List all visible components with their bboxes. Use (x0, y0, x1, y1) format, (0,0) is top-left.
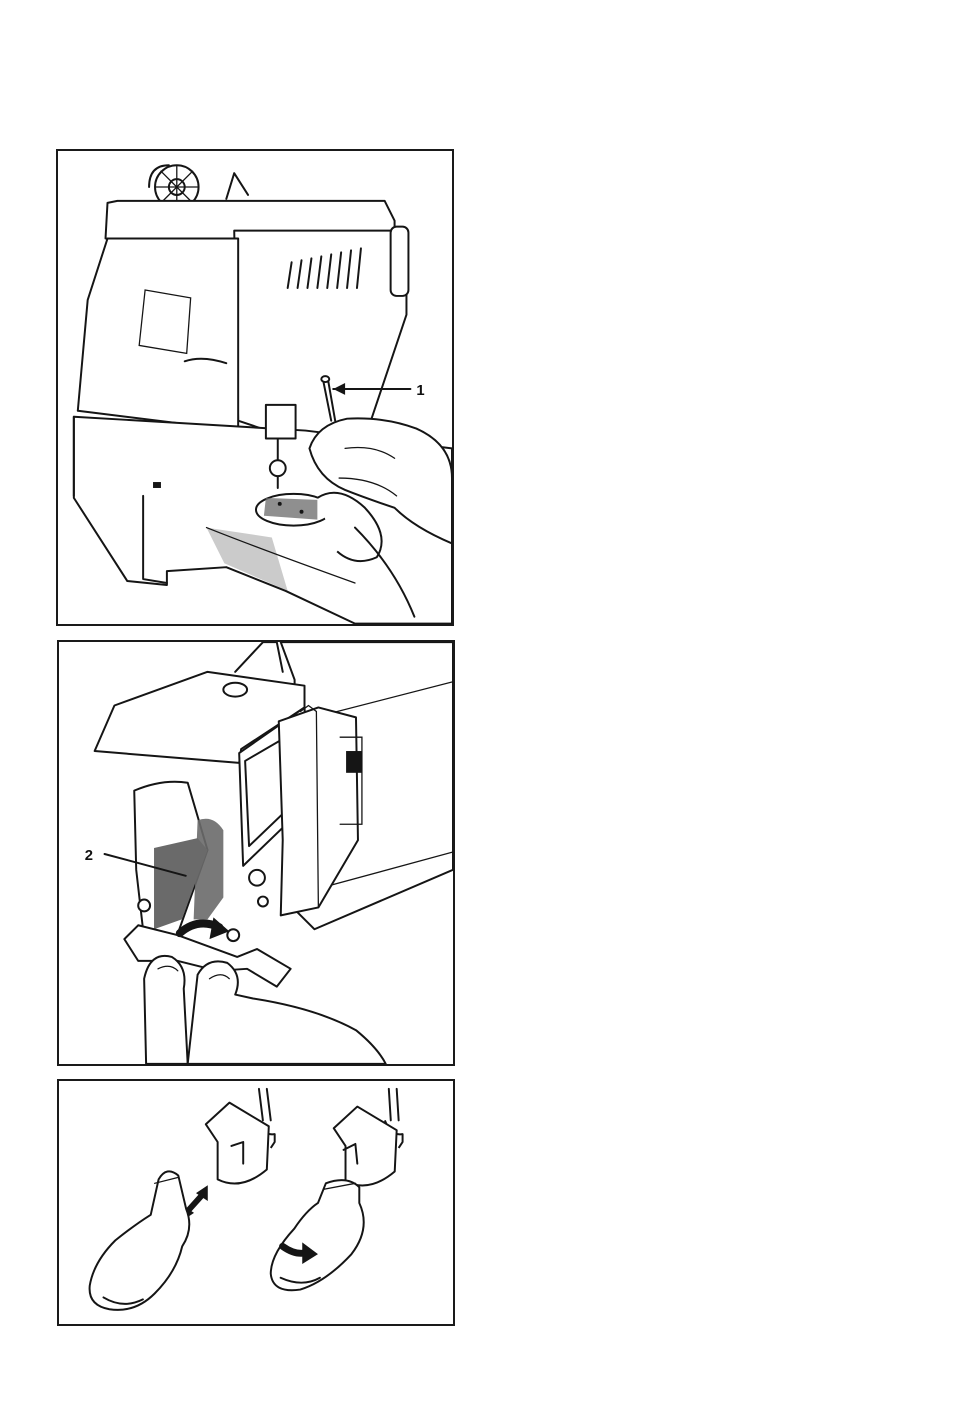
bulb-socket-illustration (59, 1081, 453, 1324)
lamp-housing-illustration: 2 (59, 642, 453, 1064)
callout-label-2: 2 (85, 848, 93, 864)
figure-1-panel: 1 (56, 149, 454, 626)
callout-label-1: 1 (416, 383, 424, 399)
sewing-machine-illustration: 1 (58, 151, 452, 624)
curved-arrow-icon (180, 917, 229, 939)
figure-2-panel: 2 (57, 640, 455, 1066)
figure-3-panel (57, 1079, 455, 1326)
